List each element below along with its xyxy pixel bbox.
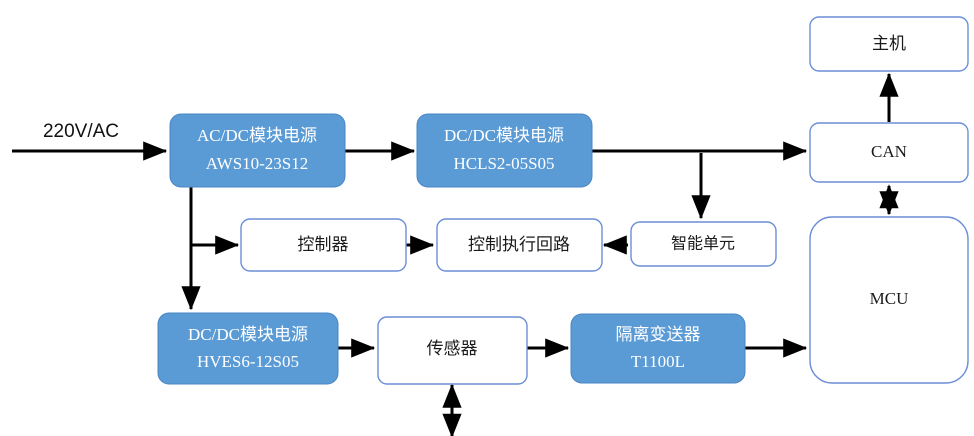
node-host-shape — [809, 16, 969, 72]
node-isolator[interactable]: 隔离变送器 T1100L — [570, 313, 746, 384]
node-dcdc-bottom-shape — [157, 312, 339, 385]
node-dcdc-bottom-label-line2: HVES6-12S05 — [197, 352, 299, 371]
node-can[interactable]: CAN — [809, 122, 969, 183]
node-sensor-label: 传感器 — [427, 339, 478, 358]
node-host-label: 主机 — [872, 34, 906, 53]
node-isolator-shape — [570, 313, 746, 384]
node-mcu[interactable]: MCU — [809, 216, 969, 384]
node-smart-shape — [630, 221, 777, 267]
node-sensor-shape — [377, 316, 528, 385]
node-controller[interactable]: 控制器 — [240, 218, 407, 272]
node-mcu-shape — [809, 216, 969, 384]
node-dcdc-top-label-line2: HCLS2-05S05 — [453, 154, 554, 173]
node-acdc[interactable]: AC/DC模块电源 AWS10-23S12 — [169, 113, 346, 188]
node-acdc-shape — [169, 113, 346, 188]
node-dcdc-bottom[interactable]: DC/DC模块电源 HVES6-12S05 — [157, 312, 339, 385]
node-can-label: CAN — [871, 142, 907, 161]
node-dcdc-top-shape — [416, 113, 593, 188]
node-isolator-label-line2: T1100L — [631, 352, 685, 371]
node-sensor[interactable]: 传感器 — [377, 316, 528, 385]
node-dcdc-bottom-label-line1: DC/DC模块电源 — [188, 325, 308, 344]
node-controller-shape — [240, 218, 407, 272]
node-mcu-label: MCU — [870, 289, 909, 308]
node-acdc-label-line2: AWS10-23S12 — [206, 154, 309, 173]
node-can-shape — [809, 122, 969, 183]
node-exec-shape — [436, 218, 603, 272]
node-dcdc-top-label-line1: DC/DC模块电源 — [444, 126, 564, 145]
node-acdc-label-line1: AC/DC模块电源 — [197, 126, 317, 145]
node-exec[interactable]: 控制执行回路 — [436, 218, 603, 272]
node-dcdc-top[interactable]: DC/DC模块电源 HCLS2-05S05 — [416, 113, 593, 188]
node-smart[interactable]: 智能单元 — [630, 221, 777, 267]
node-host[interactable]: 主机 — [809, 16, 969, 72]
node-exec-label: 控制执行回路 — [468, 235, 570, 254]
node-controller-label: 控制器 — [298, 235, 349, 254]
node-smart-label: 智能单元 — [671, 235, 735, 253]
node-isolator-label-line1: 隔离变送器 — [616, 325, 701, 344]
input-voltage-label: 220V/AC — [43, 121, 119, 142]
